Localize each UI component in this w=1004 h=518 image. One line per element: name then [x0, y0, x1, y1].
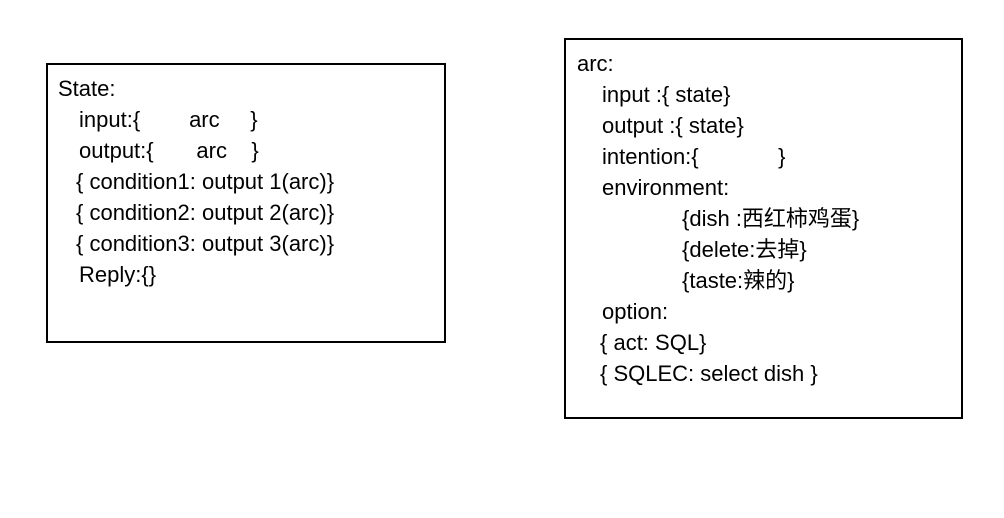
state-line-output: output:{ arc }	[79, 138, 259, 163]
arc-line-env-taste: {taste:辣的}	[682, 268, 795, 293]
state-panel-content: State: input:{ arc } output:{ arc } { co…	[48, 65, 444, 290]
arc-line-environment: environment:	[602, 175, 730, 200]
arc-line-env-dish: {dish :西红柿鸡蛋}	[682, 206, 860, 231]
state-panel: State: input:{ arc } output:{ arc } { co…	[46, 63, 446, 343]
state-line-condition3: { condition3: output 3(arc)}	[76, 231, 335, 256]
arc-line-sqlec: { SQLEC: select dish }	[600, 361, 818, 386]
arc-panel: arc: input :{ state} output :{ state} in…	[564, 38, 963, 419]
arc-line-act: { act: SQL}	[600, 330, 707, 355]
arc-line-option: option:	[602, 299, 669, 324]
state-line-condition1: { condition1: output 1(arc)}	[76, 169, 335, 194]
arc-line-intention: intention:{ }	[602, 144, 786, 169]
state-line-reply: Reply:{}	[79, 262, 157, 287]
state-line-title: State:	[58, 76, 116, 101]
state-line-input: input:{ arc }	[79, 107, 258, 132]
state-line-condition2: { condition2: output 2(arc)}	[76, 200, 335, 225]
arc-line-title: arc:	[577, 51, 614, 76]
arc-panel-content: arc: input :{ state} output :{ state} in…	[566, 40, 961, 389]
arc-line-output: output :{ state}	[602, 113, 744, 138]
arc-line-input: input :{ state}	[602, 82, 731, 107]
arc-line-env-delete: {delete:去掉}	[682, 237, 807, 262]
